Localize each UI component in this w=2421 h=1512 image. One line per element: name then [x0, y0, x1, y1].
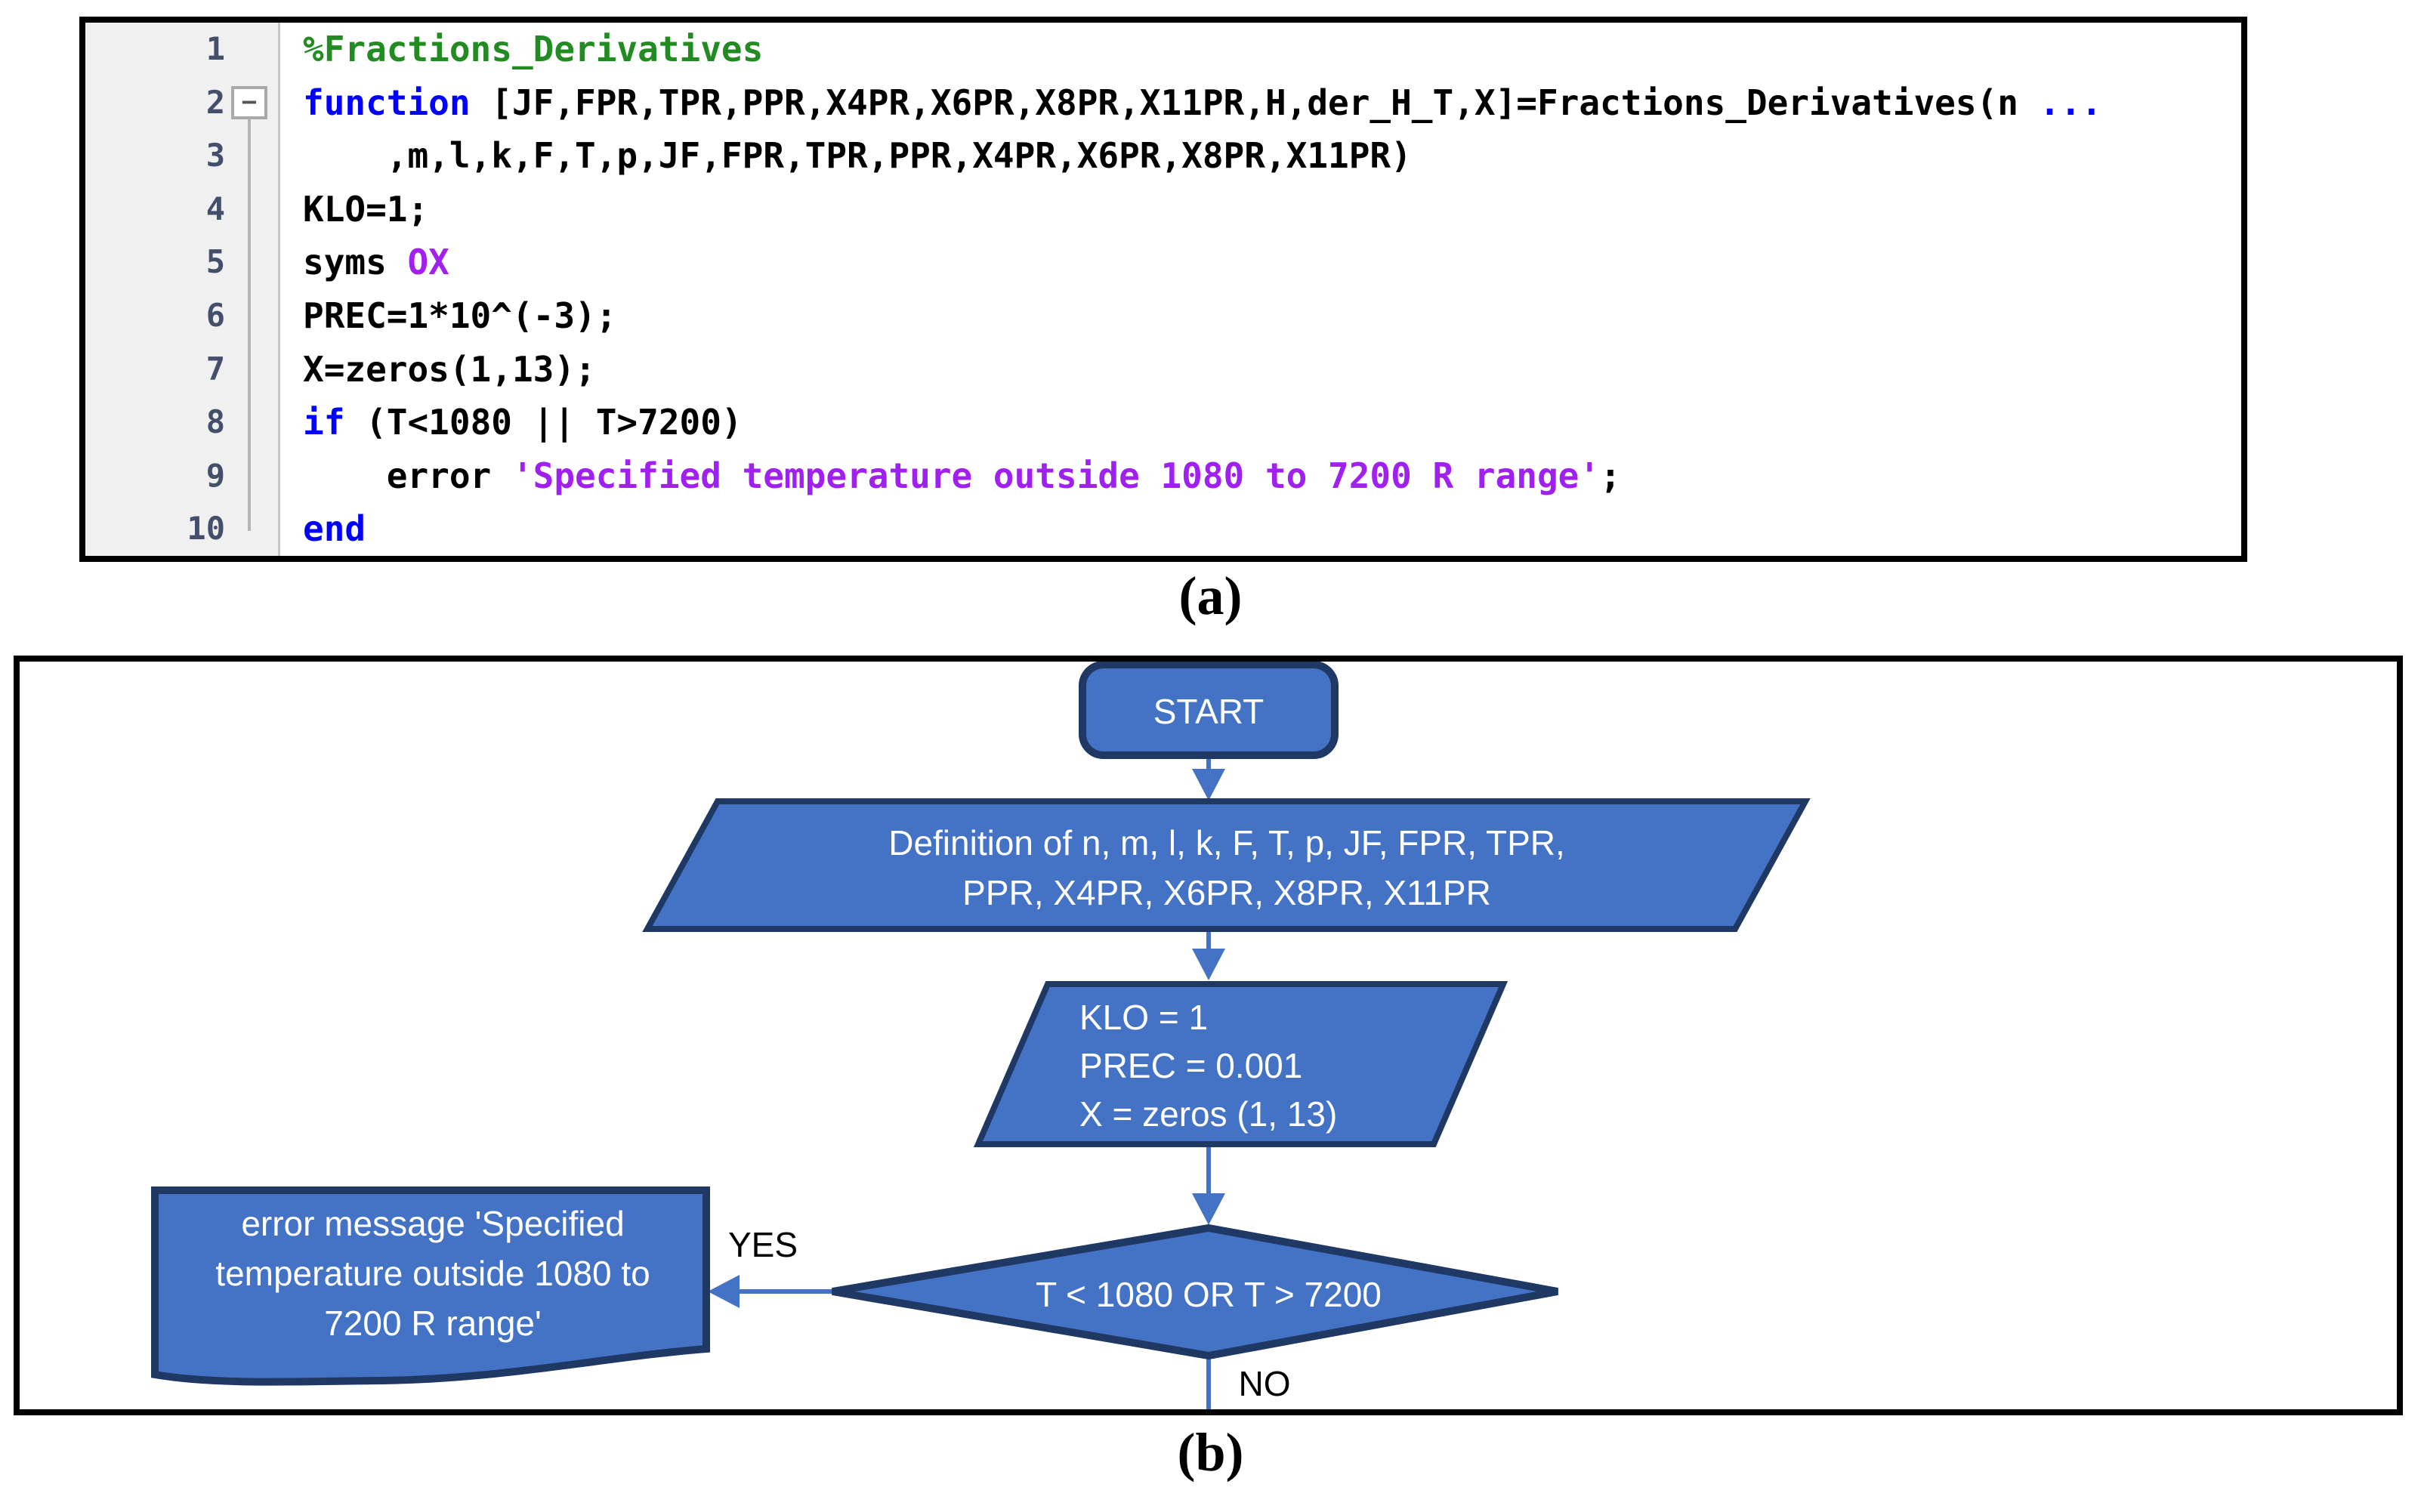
arrowhead-down-icon [1192, 769, 1225, 801]
code-line: KLO=1; [303, 183, 2241, 236]
flowchart-canvas: START Definition of n, m, l, k, F, T, p,… [151, 661, 1811, 1409]
arrowhead-left-icon [708, 1275, 740, 1308]
code-token-plain: ,m,l,k,F,T,p,JF,FPR,TPR,PPR,X4PR,X6PR,X8… [303, 135, 1412, 177]
code-token-plain: PREC=1*10^(-3); [303, 295, 617, 336]
code-line: if (T<1080 || T>7200) [303, 396, 2241, 449]
line-number: 3 [205, 137, 225, 174]
init-line2: PREC = 0.001 [1079, 1046, 1302, 1085]
error-line1: error message 'Specified [241, 1204, 624, 1243]
arrowhead-down-icon [1192, 949, 1225, 980]
flowchart-panel: START Definition of n, m, l, k, F, T, p,… [14, 656, 2403, 1415]
code-line: error 'Specified temperature outside 108… [303, 449, 2241, 503]
definition-parallelogram [642, 798, 1811, 932]
code-line: end [303, 502, 2241, 556]
code-token-keyword: end [303, 508, 366, 550]
code-token-plain: [JF,FPR,TPR,PPR,X4PR,X6PR,X8PR,X11PR,H,d… [491, 82, 2040, 123]
yes-label: YES [728, 1225, 798, 1264]
code-line: PREC=1*10^(-3); [303, 289, 2241, 343]
line-number: 6 [205, 296, 225, 334]
line-number: 1 [205, 30, 225, 67]
code-token-comment: %Fractions_Derivatives [303, 29, 764, 69]
code-token-plain: error [303, 455, 512, 496]
line-number: 5 [205, 243, 225, 281]
definition-line1: Definition of n, m, l, k, F, T, p, JF, F… [888, 823, 1565, 862]
code-line: ,m,l,k,F,T,p,JF,FPR,TPR,PPR,X4PR,X6PR,X8… [303, 129, 2241, 183]
code-line: X=zeros(1,13); [303, 343, 2241, 397]
decision-diamond [832, 1223, 1558, 1360]
code-token-keyword: ... [2039, 82, 2102, 123]
start-label: START [1153, 692, 1265, 731]
caption-b: (b) [1177, 1422, 1244, 1483]
definition-line2: PPR, X4PR, X6PR, X8PR, X11PR [962, 873, 1491, 912]
code-fold-line [248, 119, 251, 531]
decision-label: T < 1080 OR T > 7200 [1036, 1275, 1382, 1314]
code-line: function [JF,FPR,TPR,PPR,X4PR,X6PR,X8PR,… [303, 76, 2241, 130]
code-token-plain: ; [1600, 455, 1621, 496]
line-number: 2 [205, 83, 225, 121]
code-token-plain: KLO=1; [303, 188, 429, 230]
code-token-keyword: if [303, 402, 366, 443]
init-parallelogram [973, 981, 1508, 1147]
caption-a: (a) [1178, 566, 1243, 626]
no-label: NO [1239, 1364, 1291, 1403]
init-line1: KLO = 1 [1079, 998, 1208, 1037]
line-number: 8 [205, 403, 225, 441]
code-token-string: OX [407, 242, 449, 283]
line-number: 9 [205, 456, 225, 494]
error-line2: temperature outside 1080 to [215, 1254, 650, 1293]
init-line3: X = zeros (1, 13) [1079, 1094, 1337, 1134]
minus-icon: − [241, 87, 258, 117]
code-lines: %Fractions_Derivatives function [JF,FPR,T… [303, 23, 2241, 556]
code-token-string: 'Specified temperature outside 1080 to 7… [511, 455, 1601, 496]
line-number: 7 [205, 350, 225, 387]
code-fold-toggle[interactable]: − [231, 86, 267, 119]
line-number: 10 [187, 510, 225, 548]
code-token-plain: X=zeros(1,13); [303, 348, 596, 390]
error-line3: 7200 R range' [324, 1304, 542, 1343]
start-node [1079, 661, 1339, 759]
error-document [151, 1186, 710, 1386]
code-token-plain: (T<1080 || T>7200) [366, 402, 743, 443]
code-token-keyword: function [303, 82, 492, 123]
arrowhead-down-icon [1192, 1193, 1225, 1225]
code-line: %Fractions_Derivatives [303, 23, 2241, 76]
code-area: %Fractions_Derivatives function [JF,FPR,T… [280, 23, 2241, 556]
line-number: 4 [205, 190, 225, 227]
code-line: syms OX [303, 236, 2241, 289]
code-token-plain: syms [303, 242, 408, 283]
line-number-column: 1 2 3 4 5 6 7 8 9 10 [85, 23, 278, 556]
